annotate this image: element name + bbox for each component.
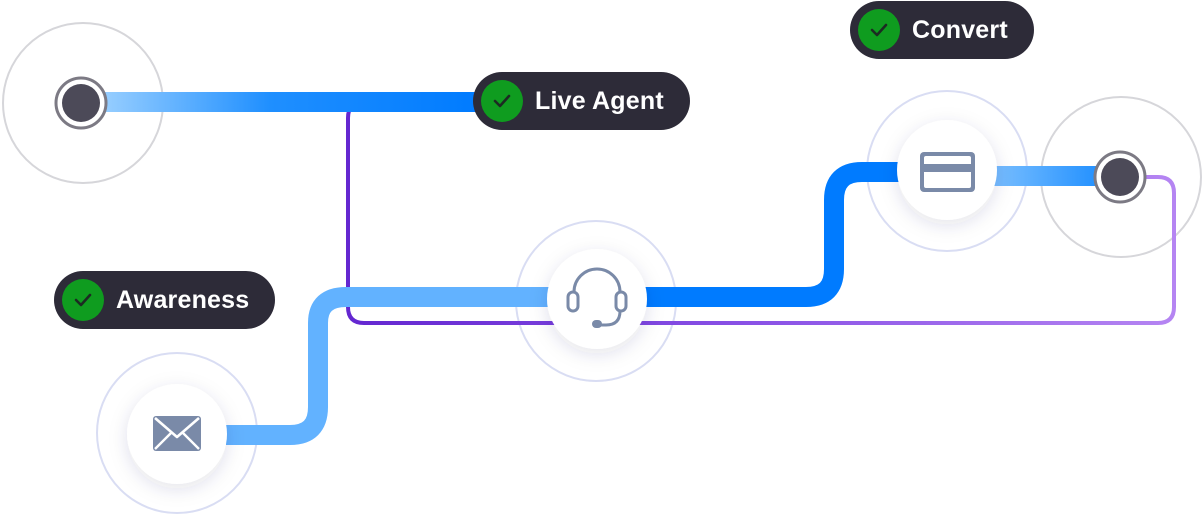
email-node [127, 384, 227, 484]
live-agent-label: Live Agent [535, 86, 664, 115]
end-endpoint [1093, 150, 1147, 204]
credit-card-icon [920, 152, 975, 192]
support-node [547, 249, 647, 349]
end-endpoint-dot [1101, 158, 1139, 196]
envelope-icon [153, 416, 201, 451]
dark-blue-route-path [640, 162, 905, 307]
live-agent-badge: Live Agent [473, 72, 690, 130]
check-icon [858, 9, 900, 51]
headset-icon [566, 267, 628, 328]
start-endpoint-dot [62, 84, 100, 122]
check-icon [481, 80, 523, 122]
convert-badge: Convert [850, 1, 1034, 59]
payment-node [897, 120, 997, 220]
check-icon [62, 279, 104, 321]
awareness-badge: Awareness [54, 271, 276, 329]
start-endpoint [54, 76, 108, 130]
light-blue-route-path [226, 287, 552, 445]
awareness-label: Awareness [116, 285, 250, 314]
convert-label: Convert [912, 15, 1008, 44]
